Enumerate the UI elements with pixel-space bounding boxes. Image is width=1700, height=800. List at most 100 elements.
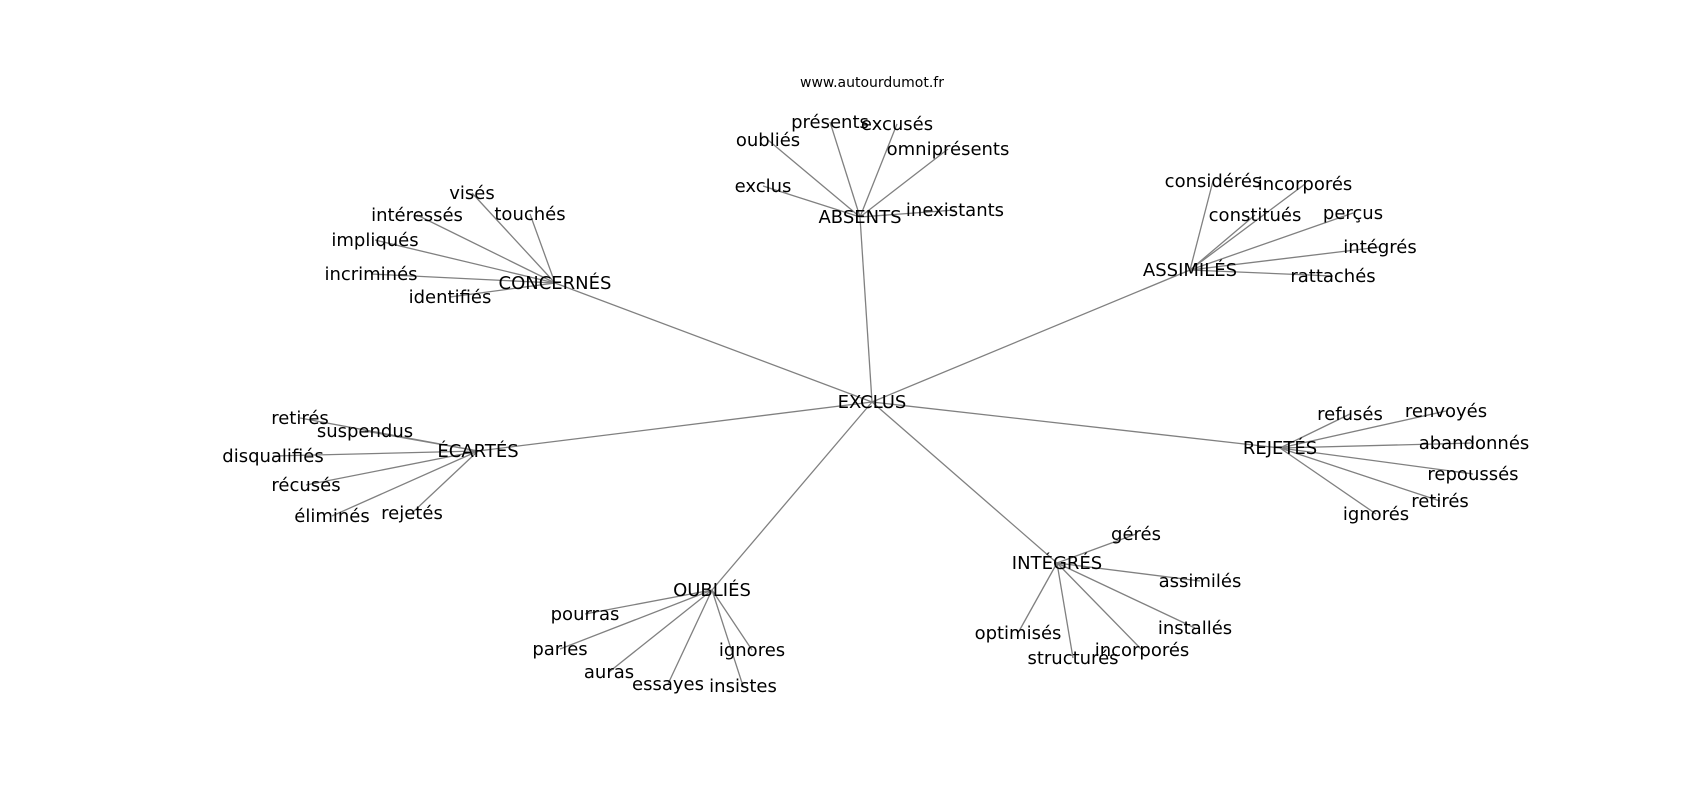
edge-hub-to-word	[305, 450, 479, 486]
edge-hub-to-word	[1279, 447, 1474, 475]
edge-hub-to-word	[1279, 447, 1377, 515]
leaf-node-label: insistes	[709, 676, 777, 697]
edge-hub-to-word	[416, 214, 556, 284]
edge-hub-to-word	[331, 450, 479, 517]
edge-hub-to-word	[829, 121, 861, 218]
hub-node-label: CONCERNÉS	[499, 272, 612, 294]
leaf-node-label: disqualifiés	[222, 446, 323, 467]
edge-hub-to-word	[767, 139, 861, 218]
edge-center-to-hub	[554, 282, 873, 403]
leaf-node-label: rejetés	[381, 503, 443, 524]
leaf-node-label: suspendus	[317, 421, 413, 442]
edge-hub-to-word	[1279, 447, 1441, 502]
edge-hub-to-word	[1189, 246, 1381, 271]
leaf-node-label: incorporés	[1258, 174, 1353, 195]
leaf-node-label: oubliés	[736, 130, 800, 151]
hub-node-label: REJETÉS	[1243, 437, 1317, 459]
leaf-node-label: structurés	[1027, 648, 1118, 669]
edge-hub-to-word	[1056, 562, 1196, 629]
edge-hub-to-word	[411, 450, 479, 514]
edge-hub-to-word	[667, 589, 713, 685]
leaf-node-label: identifiés	[409, 287, 492, 308]
leaf-node-label: ignorés	[1343, 504, 1409, 525]
leaf-node-label: ignores	[719, 640, 785, 661]
leaf-node-label: présents	[791, 112, 869, 133]
edge-hub-to-word	[1189, 212, 1354, 271]
edge-hub-to-word	[559, 589, 713, 650]
leaf-node-label: considérés	[1165, 171, 1262, 192]
leaf-node-label: refusés	[1317, 404, 1383, 425]
leaf-node-label: excusés	[861, 114, 933, 135]
edge-hub-to-word	[608, 589, 713, 673]
edge-hub-to-word	[1189, 269, 1334, 277]
edge-center-to-hub	[871, 269, 1191, 403]
leaf-node-label: touchés	[494, 204, 565, 225]
leaf-node-label: assimilés	[1159, 571, 1242, 592]
edge-hub-to-word	[1189, 180, 1214, 271]
edge-hub-to-word	[374, 239, 556, 284]
edge-hub-to-word	[1056, 562, 1074, 659]
edge-center-to-hub	[859, 216, 873, 403]
hub-node-label: ÉCARTÉS	[437, 440, 518, 462]
leaf-node-label: renvoyés	[1405, 401, 1487, 422]
edge-center-to-hub	[477, 401, 873, 452]
leaf-node-label: parles	[532, 639, 587, 660]
edge-hub-to-word	[711, 589, 753, 651]
edge-hub-to-word	[711, 589, 744, 687]
leaf-node-label: pourras	[551, 604, 620, 625]
leaf-node-label: constitués	[1209, 205, 1302, 226]
edge-hub-to-word	[859, 123, 898, 218]
leaf-node-label: auras	[584, 662, 634, 683]
center-node-label: EXCLUS	[838, 392, 907, 413]
hub-node-label: OUBLIÉS	[673, 579, 751, 601]
leaf-node-label: intégrés	[1343, 237, 1416, 258]
leaf-node-label: essayes	[632, 674, 704, 695]
leaf-node-label: rattachés	[1290, 266, 1375, 287]
leaf-node-label: éliminés	[294, 506, 369, 527]
edge-hub-to-word	[584, 589, 713, 615]
graph-edges	[272, 121, 1475, 687]
leaf-node-label: gérés	[1111, 524, 1161, 545]
leaf-node-label: inexistants	[906, 200, 1004, 221]
leaf-node-label: incorporés	[1095, 640, 1190, 661]
hub-node-label: ABSENTS	[818, 207, 901, 228]
edge-hub-to-word	[1189, 183, 1306, 271]
leaf-node-label: repoussés	[1427, 464, 1518, 485]
edge-hub-to-word	[859, 148, 949, 218]
edge-hub-to-word	[449, 282, 556, 298]
edge-hub-to-word	[529, 213, 556, 284]
edge-hub-to-word	[1279, 410, 1447, 449]
site-url: www.autourdumot.fr	[800, 75, 944, 91]
hub-node-label: ASSIMILÉS	[1143, 259, 1237, 281]
edge-hub-to-word	[1056, 533, 1137, 564]
leaf-node-label: visés	[449, 183, 494, 204]
leaf-node-label: incriminés	[324, 264, 417, 285]
edge-center-to-hub	[871, 401, 1281, 449]
edge-hub-to-word	[1056, 562, 1143, 651]
leaf-node-label: impliqués	[331, 230, 418, 251]
edge-center-to-hub	[871, 401, 1058, 564]
leaf-node-label: intéressés	[371, 205, 463, 226]
edge-hub-to-word	[859, 209, 956, 218]
leaf-node-label: abandonnés	[1419, 433, 1530, 454]
leaf-node-label: retirés	[271, 408, 329, 429]
hub-node-label: INTÉGRÉS	[1012, 552, 1102, 574]
leaf-node-label: retirés	[1411, 491, 1469, 512]
leaf-node-label: perçus	[1323, 203, 1383, 224]
edge-hub-to-word	[1189, 214, 1256, 271]
leaf-node-label: omniprésents	[887, 139, 1010, 160]
edge-hub-to-word	[370, 273, 556, 284]
edge-hub-to-word	[1056, 562, 1201, 582]
leaf-node-label: récusés	[271, 475, 340, 496]
edge-hub-to-word	[1279, 442, 1475, 449]
edge-hub-to-word	[364, 430, 479, 452]
edge-center-to-hub	[711, 401, 873, 591]
edge-hub-to-word	[1017, 562, 1058, 634]
edge-hub-to-word	[272, 450, 479, 457]
edge-hub-to-word	[471, 192, 556, 284]
edge-hub-to-word	[1279, 413, 1351, 449]
leaf-node-label: installés	[1158, 618, 1232, 639]
leaf-node-label: optimisés	[975, 623, 1062, 644]
